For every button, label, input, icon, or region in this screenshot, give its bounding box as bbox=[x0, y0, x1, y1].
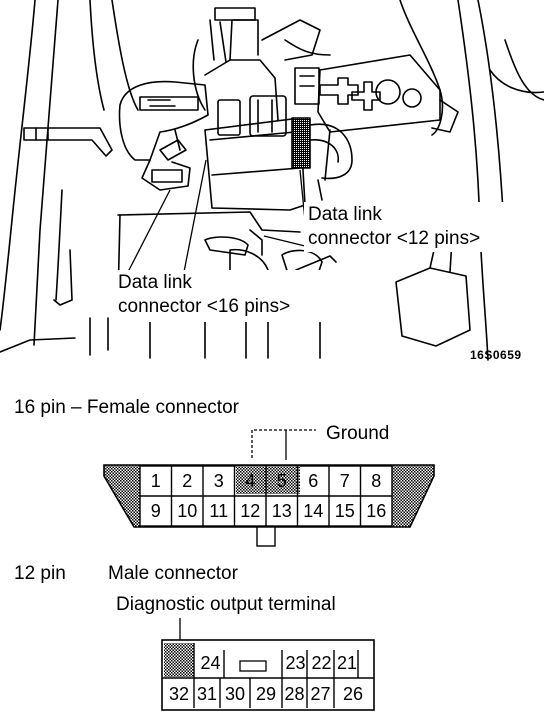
leader-lines bbox=[127, 159, 306, 284]
connector16-pin-8: 8 bbox=[371, 471, 382, 491]
connector12-pin-32: 32 bbox=[168, 684, 190, 704]
connector16-pin-12: 12 bbox=[240, 501, 261, 521]
connector16-pin-15: 15 bbox=[334, 501, 355, 521]
label-backgrounds bbox=[112, 202, 544, 322]
connector12-pin-24: 24 bbox=[200, 653, 221, 673]
connector12-pin-28: 28 bbox=[284, 684, 305, 704]
connector12-pin-26: 26 bbox=[342, 684, 364, 704]
connector16-heading: 16 pin – Female connector bbox=[14, 397, 239, 418]
connector16-pin-13: 13 bbox=[271, 501, 292, 521]
connector16-pin-1: 1 bbox=[150, 471, 161, 491]
label-12pin-connector-line1: Data link bbox=[308, 204, 382, 225]
connector12-heading-type: Male connector bbox=[108, 563, 238, 584]
connector12-pin-23: 23 bbox=[285, 653, 306, 673]
connector12-pin-30: 30 bbox=[224, 684, 246, 704]
connector16-pin-3: 3 bbox=[213, 471, 224, 491]
connector12-pin-21: 21 bbox=[336, 653, 358, 673]
connector16-pin-16: 16 bbox=[366, 501, 387, 521]
connector12-pin-29: 29 bbox=[255, 684, 277, 704]
connector12-heading-pin: 12 pin bbox=[14, 563, 66, 584]
connector16-pin-10: 10 bbox=[177, 501, 198, 521]
figure-code: 16S0659 bbox=[470, 348, 522, 362]
connector12-pin-22: 22 bbox=[311, 653, 332, 673]
connector16-pin-2: 2 bbox=[182, 471, 193, 491]
connector16-pin-6: 6 bbox=[308, 471, 319, 491]
label-16pin-connector-line2: connector <16 pins> bbox=[118, 296, 291, 317]
label-16pin-connector-line1: Data link bbox=[118, 272, 192, 293]
label-12pin-connector-line2: connector <12 pins> bbox=[308, 228, 481, 249]
connector16-pin-14: 14 bbox=[303, 501, 324, 521]
connector16-pin-11: 11 bbox=[209, 501, 229, 521]
connector16-pin-4: 4 bbox=[245, 471, 256, 491]
connector-16-pin bbox=[103, 429, 435, 547]
connector12-pin-31: 31 bbox=[196, 684, 218, 704]
diagnostic-terminal-label: Diagnostic output terminal bbox=[116, 594, 336, 615]
connector12-pin-27: 27 bbox=[310, 684, 331, 704]
connector16-pin-7: 7 bbox=[339, 471, 350, 491]
connector16-pin-5: 5 bbox=[276, 471, 287, 491]
connector16-pin-9: 9 bbox=[150, 501, 161, 521]
ground-label: Ground bbox=[326, 423, 390, 444]
connector-12-pin bbox=[161, 618, 375, 711]
